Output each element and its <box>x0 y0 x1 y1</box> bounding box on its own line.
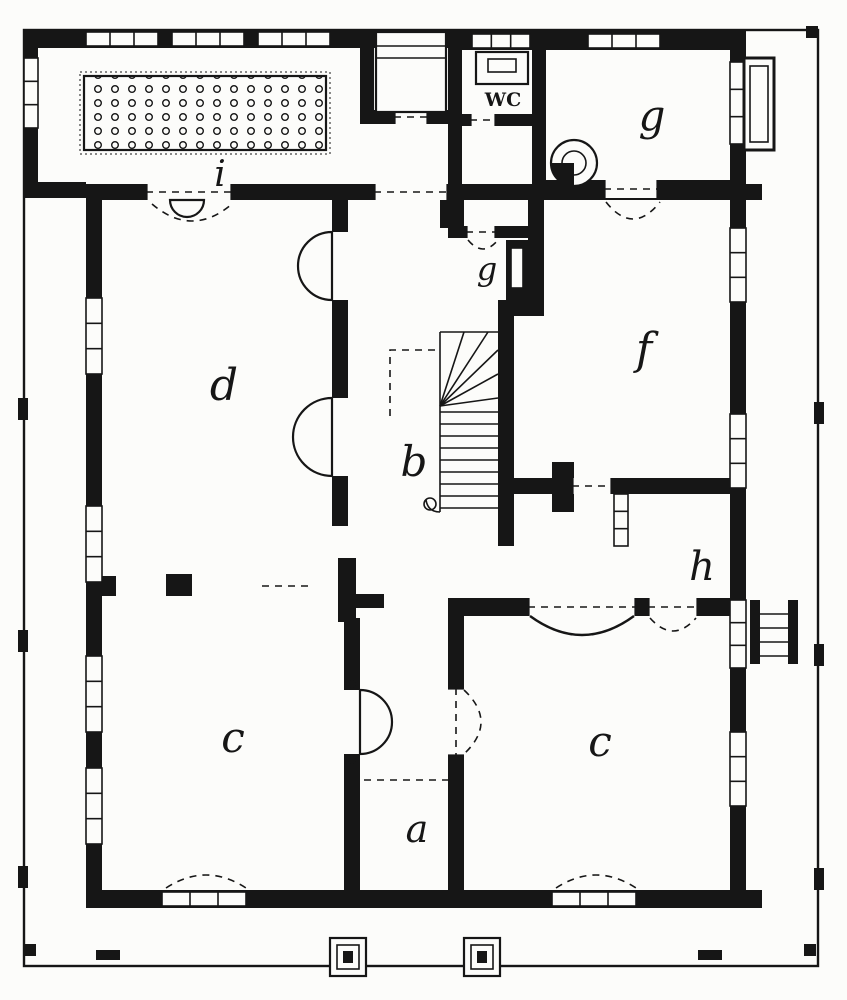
arched-opening <box>529 615 635 637</box>
room-label-b: b <box>401 437 428 486</box>
windows <box>23 31 747 907</box>
staircase <box>389 331 499 513</box>
door-leaf <box>358 688 394 756</box>
room-label-c-left: c <box>221 713 245 762</box>
gate-post <box>328 936 368 978</box>
wc-fixture <box>474 50 530 86</box>
room-label-i: i <box>214 154 226 195</box>
stall-grid <box>79 71 331 155</box>
room-label-f: f <box>633 324 659 375</box>
wall-niche <box>168 198 206 219</box>
room-labels: i WC g g d b f h c c a <box>210 89 715 851</box>
room-label-wc: WC <box>484 89 521 111</box>
room-label-d: d <box>210 360 238 411</box>
room-label-g-small: g <box>477 250 497 288</box>
exterior-walls <box>24 30 762 908</box>
room-label-g: g <box>639 91 666 140</box>
doors <box>151 198 697 889</box>
door-leaf <box>291 396 334 478</box>
interior-walls <box>100 34 746 908</box>
door-leaf <box>296 230 334 302</box>
gate-post <box>462 936 502 978</box>
stove <box>549 138 599 188</box>
room-label-h: h <box>689 544 715 590</box>
entry-porch <box>374 30 448 114</box>
room-label-a: a <box>406 807 429 851</box>
balcony-right-top <box>742 56 776 152</box>
exterior-stairs-right <box>750 600 798 664</box>
room-label-c-right: c <box>588 717 612 766</box>
